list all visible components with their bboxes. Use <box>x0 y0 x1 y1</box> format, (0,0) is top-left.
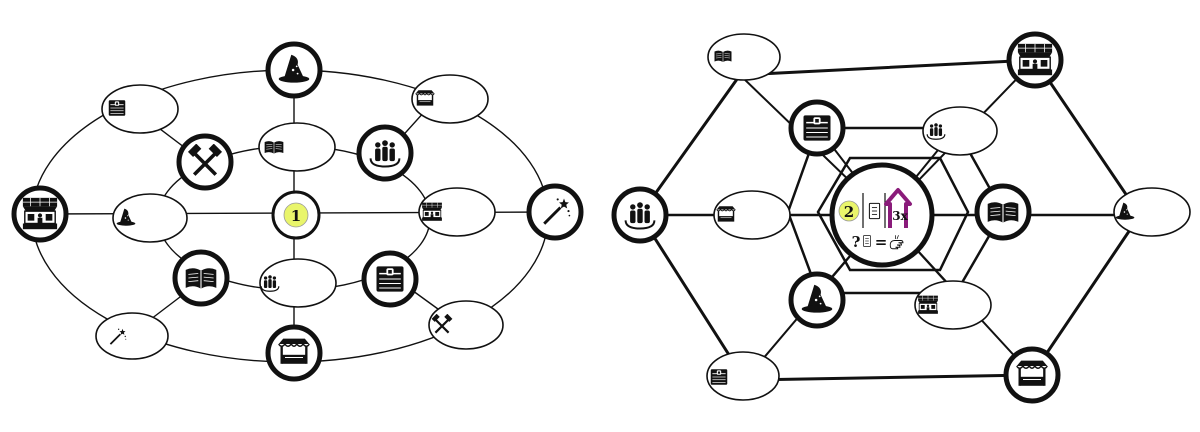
board-space[interactable] <box>259 258 337 308</box>
board-space[interactable] <box>356 124 414 182</box>
board-space-outline <box>1113 187 1191 237</box>
start-marker <box>283 202 309 228</box>
board-space[interactable] <box>1003 346 1061 404</box>
right-board: 2 3x ? = <box>611 31 1191 404</box>
board-space[interactable] <box>707 33 781 81</box>
board-space-outline <box>95 312 169 360</box>
board-space-outline <box>258 122 336 172</box>
board-space-outline <box>101 84 179 134</box>
board-space[interactable] <box>1113 187 1191 237</box>
board-space[interactable] <box>176 133 234 191</box>
board-space[interactable] <box>258 122 336 172</box>
board-space-outline <box>428 300 504 350</box>
rule-equals: = <box>875 233 888 251</box>
board-space-outline <box>706 351 780 401</box>
castle-shop-icon <box>917 295 939 315</box>
board-space-outline <box>914 280 992 330</box>
board-space[interactable] <box>428 300 504 350</box>
spell-book-icon <box>264 140 284 154</box>
board-space[interactable] <box>706 351 780 401</box>
board-space-outline <box>265 324 323 382</box>
castle-shop-icon <box>22 197 58 230</box>
board-space[interactable] <box>101 84 179 134</box>
spell-book-icon <box>987 201 1019 224</box>
treasure-chest-icon <box>375 265 405 293</box>
board-space-outline <box>418 187 496 237</box>
start-marker <box>838 200 860 222</box>
board-space[interactable] <box>788 271 846 329</box>
board-space-outline <box>411 74 489 124</box>
board-space-outline <box>259 258 337 308</box>
board-space[interactable] <box>611 186 669 244</box>
castle-shop-icon <box>1017 43 1053 76</box>
spell-book-icon <box>185 267 217 290</box>
start-space-outline <box>829 162 935 268</box>
board-space[interactable] <box>265 324 323 382</box>
board-space[interactable] <box>1006 31 1064 89</box>
board-space[interactable] <box>418 187 496 237</box>
castle-shop-icon <box>421 202 443 222</box>
board-space-outline <box>112 193 188 243</box>
board-space[interactable] <box>914 280 992 330</box>
start-number: 1 <box>291 207 301 225</box>
board-space-outline <box>1003 346 1061 404</box>
rule-question-mark: ? <box>852 233 861 251</box>
treasure-chest-icon <box>802 114 832 142</box>
start-space-2[interactable]: 2 3x ? = <box>829 162 935 268</box>
upgrade-arrow-icon <box>884 188 912 228</box>
board-space[interactable] <box>172 249 230 307</box>
spell-book-icon <box>714 50 732 63</box>
board-space[interactable] <box>526 183 584 241</box>
treasure-chest-icon <box>710 368 728 386</box>
board-space[interactable] <box>361 250 419 308</box>
board-space[interactable] <box>411 74 489 124</box>
board-space[interactable] <box>922 106 998 156</box>
board-space[interactable] <box>265 41 323 99</box>
board-space-outline <box>713 190 791 240</box>
start-number: 2 <box>844 203 854 221</box>
left-board: 1 <box>11 41 584 382</box>
scroll-icon <box>863 235 871 247</box>
board-space[interactable] <box>713 190 791 240</box>
board-space-outline <box>922 106 998 156</box>
board-space[interactable] <box>112 193 188 243</box>
upgrade-multiplier: 3x <box>892 209 908 223</box>
start-space-1[interactable]: 1 <box>271 190 321 240</box>
board-space-outline <box>707 33 781 81</box>
board-space[interactable] <box>974 183 1032 241</box>
treasure-chest-icon <box>108 99 126 117</box>
board-space[interactable] <box>95 312 169 360</box>
scroll-icon <box>868 202 881 220</box>
board-space[interactable] <box>788 99 846 157</box>
board-space[interactable] <box>11 185 69 243</box>
